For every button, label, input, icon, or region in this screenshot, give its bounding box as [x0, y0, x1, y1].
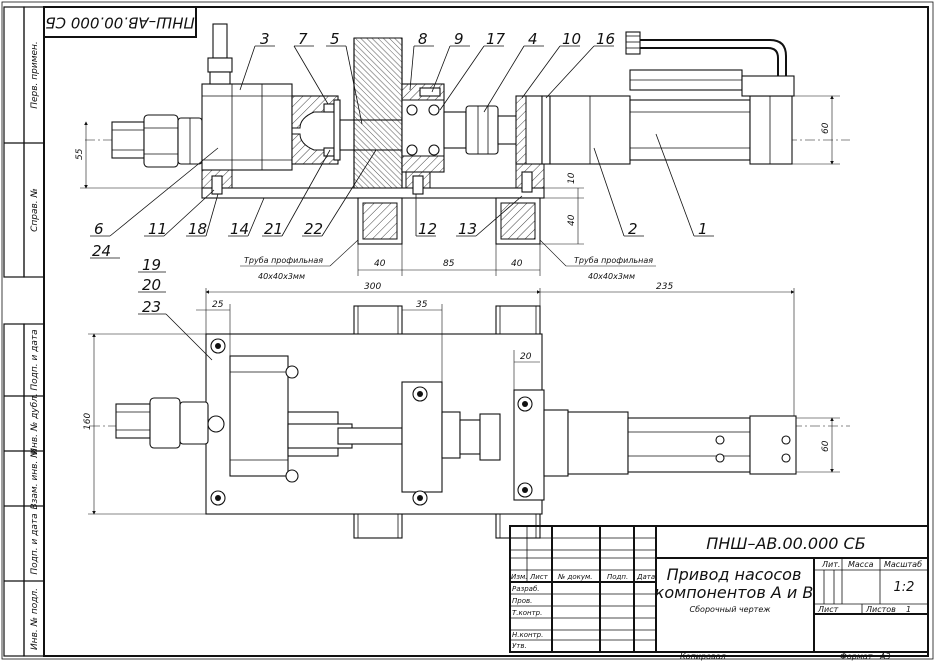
dim-40-a: 40 — [374, 259, 386, 269]
callout-21: 21 — [264, 220, 283, 238]
plan-view — [90, 305, 850, 539]
dim-40-b: 40 — [511, 259, 523, 269]
tb-hdr-sign: Подп. — [607, 573, 628, 581]
callouts-bottom: 6 24 11 18 14 21 22 12 13 2 1 — [90, 133, 714, 260]
tb-role-tcontrol: Т.контр. — [512, 609, 542, 617]
stamp-first-use: Перв. примен. — [30, 41, 40, 109]
stamp-sign-date-1: Подп. и дата — [30, 329, 40, 390]
callout-19: 19 — [142, 256, 161, 274]
tb-role-ncontrol: Н.контр. — [512, 631, 543, 639]
tb-role-develop: Разраб. — [512, 585, 540, 593]
tb-role-approve: Утв. — [512, 642, 527, 650]
dim-10: 10 — [567, 172, 577, 184]
callout-9: 9 — [454, 30, 464, 48]
stamp-sign-date-2: Подп. и дата — [30, 513, 40, 574]
front-view-dimensions: 55 60 10 40 40 85 40 Труба профильная 40… — [75, 95, 840, 281]
dim-25: 25 — [212, 300, 224, 310]
note-pipe-left-2: 40х40х3мм — [258, 272, 305, 281]
stamp-original-inv: Инв. № подл. — [30, 588, 40, 650]
callouts-plan: 19 20 23 — [138, 256, 213, 361]
tb-hdr-izm: Изм. — [511, 573, 527, 581]
corner-designation: ПНШ–АВ.00.000 СБ — [45, 14, 194, 32]
tb-col-lit: Лит. — [821, 560, 840, 569]
note-pipe-left-1: Труба профильная — [244, 256, 323, 265]
callout-8: 8 — [418, 30, 428, 48]
title-line-2: компонентов А и В — [655, 583, 814, 602]
callout-22: 22 — [304, 220, 323, 238]
callout-17: 17 — [486, 30, 506, 48]
stamp-reference-no: Справ. № — [30, 188, 40, 232]
title-doc-type: Сборочный чертеж — [690, 605, 772, 614]
front-view — [85, 23, 850, 245]
tb-sheets-total: 1 — [906, 605, 911, 614]
stamp-dup-inv: Инв. № дубл. — [30, 393, 40, 455]
callout-4: 4 — [528, 30, 538, 48]
callout-10: 10 — [562, 30, 581, 48]
tb-col-scale: Масштаб — [884, 560, 922, 569]
tb-sheets-label: Листов — [865, 605, 896, 614]
tb-hdr-list: Лист — [529, 573, 549, 581]
callout-14: 14 — [230, 220, 249, 238]
tb-hdr-docnum: № докум. — [557, 573, 593, 581]
callout-1: 1 — [698, 220, 708, 238]
callouts-top: 3 7 5 8 9 17 4 10 16 — [239, 30, 615, 125]
title-block: ПНШ–АВ.00.000 СБ Привод насосов компонен… — [509, 525, 929, 653]
dim-300: 300 — [364, 282, 381, 292]
tb-sheet-label: Лист — [817, 605, 839, 614]
callout-5: 5 — [330, 30, 340, 48]
dim-55: 55 — [75, 148, 85, 160]
plan-view-dimensions: 300 235 25 35 20 160 60 — [83, 282, 840, 515]
tb-role-check: Пров. — [512, 597, 532, 605]
callout-20: 20 — [142, 276, 161, 294]
callout-12: 12 — [418, 220, 437, 238]
note-pipe-right-1: Труба профильная — [574, 256, 653, 265]
plan-bolts — [210, 338, 791, 506]
dim-35: 35 — [416, 300, 428, 310]
callout-7: 7 — [298, 30, 308, 48]
title-designation: ПНШ–АВ.00.000 СБ — [706, 534, 865, 553]
dim-160: 160 — [83, 413, 93, 430]
title-line-1: Привод насосов — [667, 565, 802, 584]
dim-40-v: 40 — [567, 214, 577, 226]
callout-3: 3 — [260, 30, 270, 48]
format-label: Формат — [840, 652, 873, 661]
side-stamp-column: Перв. примен. Справ. № Подп. и дата Инв.… — [3, 6, 45, 657]
dim-85: 85 — [443, 259, 455, 269]
dim-60-plan: 60 — [821, 440, 831, 452]
stamp-replace-inv: Взам. инв. № — [30, 448, 40, 509]
callout-24: 24 — [92, 242, 111, 260]
callout-6: 6 — [94, 220, 104, 238]
callout-2: 2 — [628, 220, 638, 238]
dim-60-front: 60 — [821, 122, 831, 134]
callout-18: 18 — [188, 220, 207, 238]
callout-13: 13 — [458, 220, 477, 238]
format-value: А3 — [879, 652, 891, 661]
dim-20: 20 — [520, 352, 532, 362]
callout-16: 16 — [596, 30, 615, 48]
corner-designation-box: ПНШ–АВ.00.000 СБ — [43, 6, 197, 38]
copied-label: Копировал — [680, 652, 726, 661]
tb-col-mass: Масса — [848, 560, 874, 569]
callout-23: 23 — [142, 298, 161, 316]
tb-hdr-date: Дата — [636, 573, 655, 581]
dim-235: 235 — [656, 282, 673, 292]
note-pipe-right-2: 40х40х3мм — [588, 272, 635, 281]
callout-11: 11 — [148, 220, 167, 238]
tb-scale-value: 1:2 — [894, 580, 915, 595]
